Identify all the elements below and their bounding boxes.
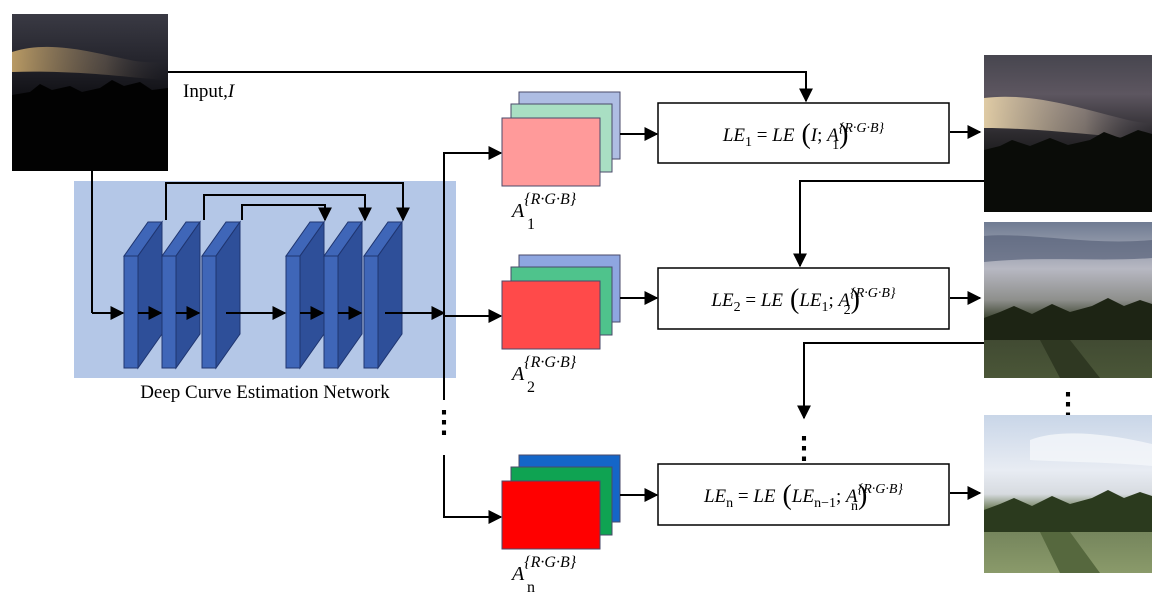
input-image bbox=[12, 14, 168, 171]
le-equation-3: LEn = LE (LEn−1; A{R·G·B}n) bbox=[703, 480, 903, 514]
output-image-1 bbox=[984, 55, 1152, 212]
curve-map-stack-1: A{R·G·B}1 bbox=[501, 91, 621, 233]
network-title: Deep Curve Estimation Network bbox=[140, 382, 390, 403]
le-equation-2: LE2 = LE (LE1; A{R·G·B}2) bbox=[710, 284, 896, 318]
branch-to-mapn-arrow bbox=[443, 455, 503, 524]
output1-to-le2-arrow bbox=[793, 180, 984, 268]
skip-connection-outer bbox=[165, 182, 410, 222]
feedback-lines bbox=[793, 180, 984, 420]
map-to-le-arrows bbox=[620, 127, 659, 502]
le-to-output-arrows bbox=[950, 125, 982, 500]
le-equation-1: LE1 = LE (I; A{R·G·B}1) bbox=[722, 119, 885, 153]
le-box-1: LE1 = LE (I; A{R·G·B}1) bbox=[657, 102, 950, 164]
network-layer bbox=[201, 220, 241, 370]
ellipsis-left: ⋮ bbox=[429, 406, 459, 439]
output2-to-next-arrow bbox=[797, 342, 984, 420]
le-box-3: LEn = LE (LEn−1; A{R·G·B}n) bbox=[657, 463, 950, 526]
curve-map-label-1: A{R·G·B}1 bbox=[510, 191, 577, 233]
le-boxes: LE1 = LE (I; A{R·G·B}1) LE2 = LE (LE1; A{… bbox=[657, 102, 950, 526]
input-label: Input,I bbox=[183, 81, 236, 102]
branch-to-map1-arrow bbox=[443, 146, 503, 313]
skip-connections bbox=[165, 182, 410, 222]
curve-map-layer-r bbox=[501, 280, 601, 350]
branch-lines bbox=[443, 146, 503, 524]
curve-map-layer-r bbox=[501, 117, 601, 187]
network-layer bbox=[285, 220, 325, 370]
curve-map-stack-3: A{R·G·B}n bbox=[501, 454, 621, 596]
curve-map-layer-r bbox=[501, 480, 601, 550]
skip-connection-middle bbox=[203, 194, 372, 222]
curve-maps: A{R·G·B}1A{R·G·B}2A{R·G·B}n bbox=[501, 91, 621, 596]
output-image-2 bbox=[984, 222, 1152, 378]
network-layer bbox=[363, 220, 403, 370]
output-image-n bbox=[984, 415, 1152, 573]
curve-map-label-3: A{R·G·B}n bbox=[510, 554, 577, 596]
ellipsis-middle: ⋮ bbox=[789, 432, 819, 465]
curve-map-stack-2: A{R·G·B}2 bbox=[501, 254, 621, 396]
network-layer bbox=[323, 220, 363, 370]
curve-map-label-2: A{R·G·B}2 bbox=[510, 354, 577, 396]
input-to-le1-arrow bbox=[168, 71, 813, 103]
network-layer bbox=[161, 220, 201, 370]
skip-connection-inner bbox=[241, 204, 332, 222]
le-box-2: LE2 = LE (LE1; A{R·G·B}2) bbox=[657, 267, 950, 330]
